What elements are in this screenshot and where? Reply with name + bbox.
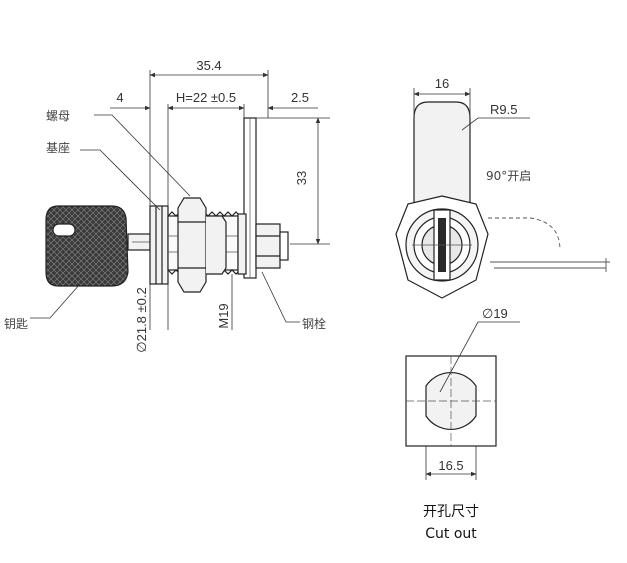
steel-bolt [255,223,289,269]
dim-cutout-dia: ∅19 [482,306,508,321]
rotation-guide [488,217,610,272]
dim-overall: 35.4 [196,58,221,73]
lock-base [149,205,169,285]
key [45,205,151,287]
dim-radius: R9.5 [490,102,517,117]
dim-body-dia: ∅21.8 ±0.2 [134,287,149,352]
cutout-caption-cn: 开孔尺寸 [423,504,479,520]
label-key: 钥匙 [4,317,28,331]
end-view [395,101,610,299]
dim-cam: 33 [294,171,309,185]
cutout-view [405,355,497,447]
cutout-caption-en: Cut out [425,526,477,542]
nut [177,197,227,293]
side-dimensions [30,70,330,330]
dim-h: H=22 ±0.5 [176,90,236,105]
lock-face [395,195,489,299]
dim-right: 2.5 [291,90,309,105]
cutout-dimensions [425,321,520,480]
side-view [45,117,289,293]
label-base: 基座 [46,140,70,155]
dim-left: 4 [116,90,123,105]
cam-plate [237,117,257,279]
dim-width: 16 [435,76,449,91]
dim-cutout-flat: 16.5 [438,458,463,473]
end-dimensions [413,88,530,131]
label-nut: 螺母 [46,109,70,123]
label-bolt: 钢栓 [302,316,326,331]
rotation-label: 90°开启 [486,169,531,183]
dim-thread: M19 [216,303,231,328]
